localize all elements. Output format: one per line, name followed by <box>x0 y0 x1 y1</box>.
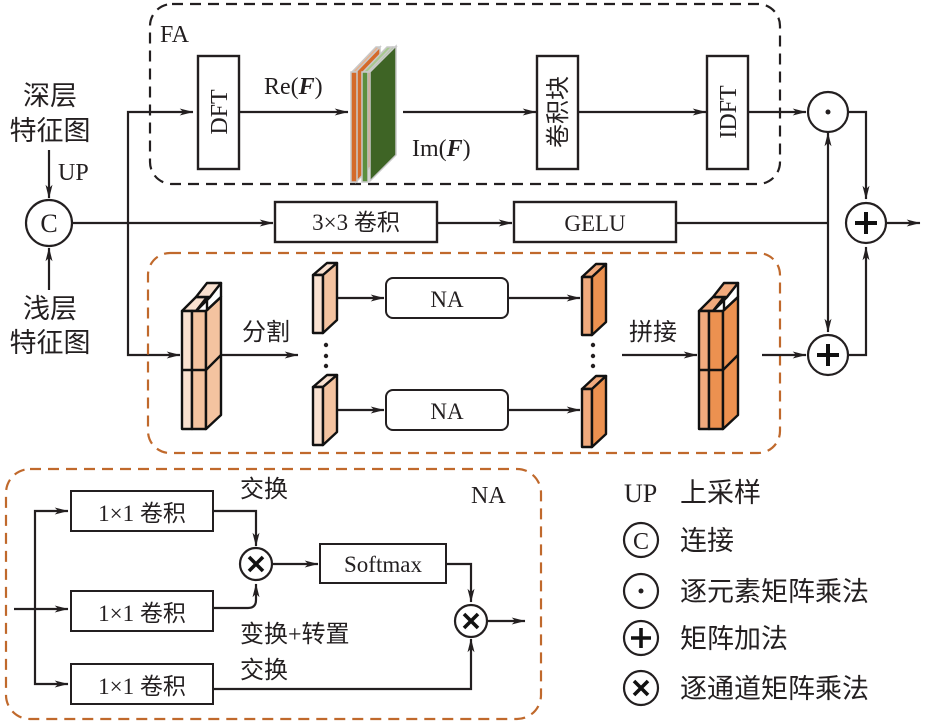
branch-add-operator <box>806 333 850 377</box>
na-bottom-label: NA <box>430 399 464 424</box>
fa-block-border <box>148 2 782 186</box>
conv-block-label: 卷积块 <box>545 76 572 148</box>
split-slab-top <box>311 261 339 335</box>
na-branch-border <box>146 251 782 455</box>
conv3x3-label: 3×3 卷积 <box>312 210 400 235</box>
deep-feature-label-1: 深层 <box>23 81 77 111</box>
na-detail-title: NA <box>471 483 506 509</box>
conv1x1-box-1 <box>70 490 214 532</box>
split-ellipsis <box>323 342 329 369</box>
softmax-to-mul-line <box>446 562 475 603</box>
softmax-box <box>319 543 447 584</box>
na-branch-bottom-line <box>33 609 69 688</box>
idft-label: IDFT <box>716 85 742 139</box>
legend-text-upsample: 上采样 <box>680 478 761 508</box>
branch-to-dft-line <box>126 108 194 223</box>
conv2-to-mul-line <box>213 583 260 610</box>
conv1x1-label-1: 1×1 卷积 <box>98 501 186 526</box>
na-out-slab-top <box>580 262 608 337</box>
conv1x1-label-2: 1×1 卷积 <box>98 601 186 626</box>
concat-label: 拼接 <box>629 319 677 346</box>
legend-item-concat: C 连接 <box>622 521 734 559</box>
split-slab-bottom <box>311 373 339 447</box>
legend-text-concat: 连接 <box>680 526 734 556</box>
legend-symbol-concat: C <box>633 529 649 555</box>
legend-item-elementwise: 逐元素矩阵乘法 <box>622 572 869 610</box>
na-out-slab-bottom <box>580 374 608 449</box>
channel-mul-operator-1 <box>238 546 274 582</box>
imag-part-slab-thin <box>361 71 369 183</box>
transform-label-bottom: 交换 <box>240 657 288 684</box>
im-f-label: Im(F) <box>412 136 471 162</box>
concat-symbol: C <box>40 209 57 238</box>
conv1x1-box-2 <box>70 590 214 632</box>
legend-item-channel-mul: 逐通道矩阵乘法 <box>622 669 869 707</box>
legend-item-upsample: UP 上采样 <box>624 478 761 508</box>
na-top-label: NA <box>430 287 464 312</box>
legend-symbol-up: UP <box>624 479 657 508</box>
na-detail-border <box>4 467 543 721</box>
conv1x1-label-3: 1×1 卷积 <box>98 674 186 699</box>
transform-transpose-label: 变换+转置 <box>240 621 350 648</box>
imag-part-slab <box>369 44 397 183</box>
elementwise-mul-operator <box>806 90 850 134</box>
dft-box <box>196 54 241 171</box>
dft-label: DFT <box>207 89 233 135</box>
conv1x1-box-3 <box>70 663 214 705</box>
add-to-final-add-line <box>848 246 870 357</box>
legend-text-add: 矩阵加法 <box>680 624 788 654</box>
softmax-label: Softmax <box>344 552 422 577</box>
channel-mul-operator-2 <box>453 603 489 639</box>
legend-text-elementwise: 逐元素矩阵乘法 <box>680 577 869 607</box>
branch-to-split-line <box>126 223 181 359</box>
conv-block-box <box>535 54 580 171</box>
legend: UP 上采样 C 连接 逐元素矩阵乘法 矩阵加法 逐通道矩阵乘法 <box>622 478 869 707</box>
final-add-operator <box>844 201 888 245</box>
conv3-to-mul-line <box>213 638 475 691</box>
up-label: UP <box>58 160 89 186</box>
concat-operator: C <box>24 198 74 248</box>
fa-block-title: FA <box>160 22 190 48</box>
input-feature-cube <box>180 281 223 431</box>
idft-box <box>705 54 750 171</box>
re-f-label: Re(F) <box>264 74 323 100</box>
na-branch-top-line <box>33 507 69 609</box>
real-part-slab <box>350 71 358 183</box>
mul-to-final-add-line <box>848 110 870 200</box>
output-feature-cube <box>697 281 740 431</box>
gelu-label: GELU <box>564 211 626 236</box>
split-label: 分割 <box>242 319 290 346</box>
shallow-feature-label-1: 浅层 <box>23 294 77 324</box>
spectrum-feature-stack <box>350 44 398 184</box>
legend-text-channel-mul: 逐通道矩阵乘法 <box>680 674 869 704</box>
legend-item-add: 矩阵加法 <box>622 619 788 657</box>
merge-ellipsis <box>590 342 596 369</box>
transform-label-top: 交换 <box>240 476 288 503</box>
shallow-feature-label-2: 特征图 <box>10 328 91 358</box>
concat-circle-icon <box>622 521 660 559</box>
deep-feature-label-2: 特征图 <box>10 116 91 146</box>
conv1-to-mul-line <box>213 509 260 547</box>
